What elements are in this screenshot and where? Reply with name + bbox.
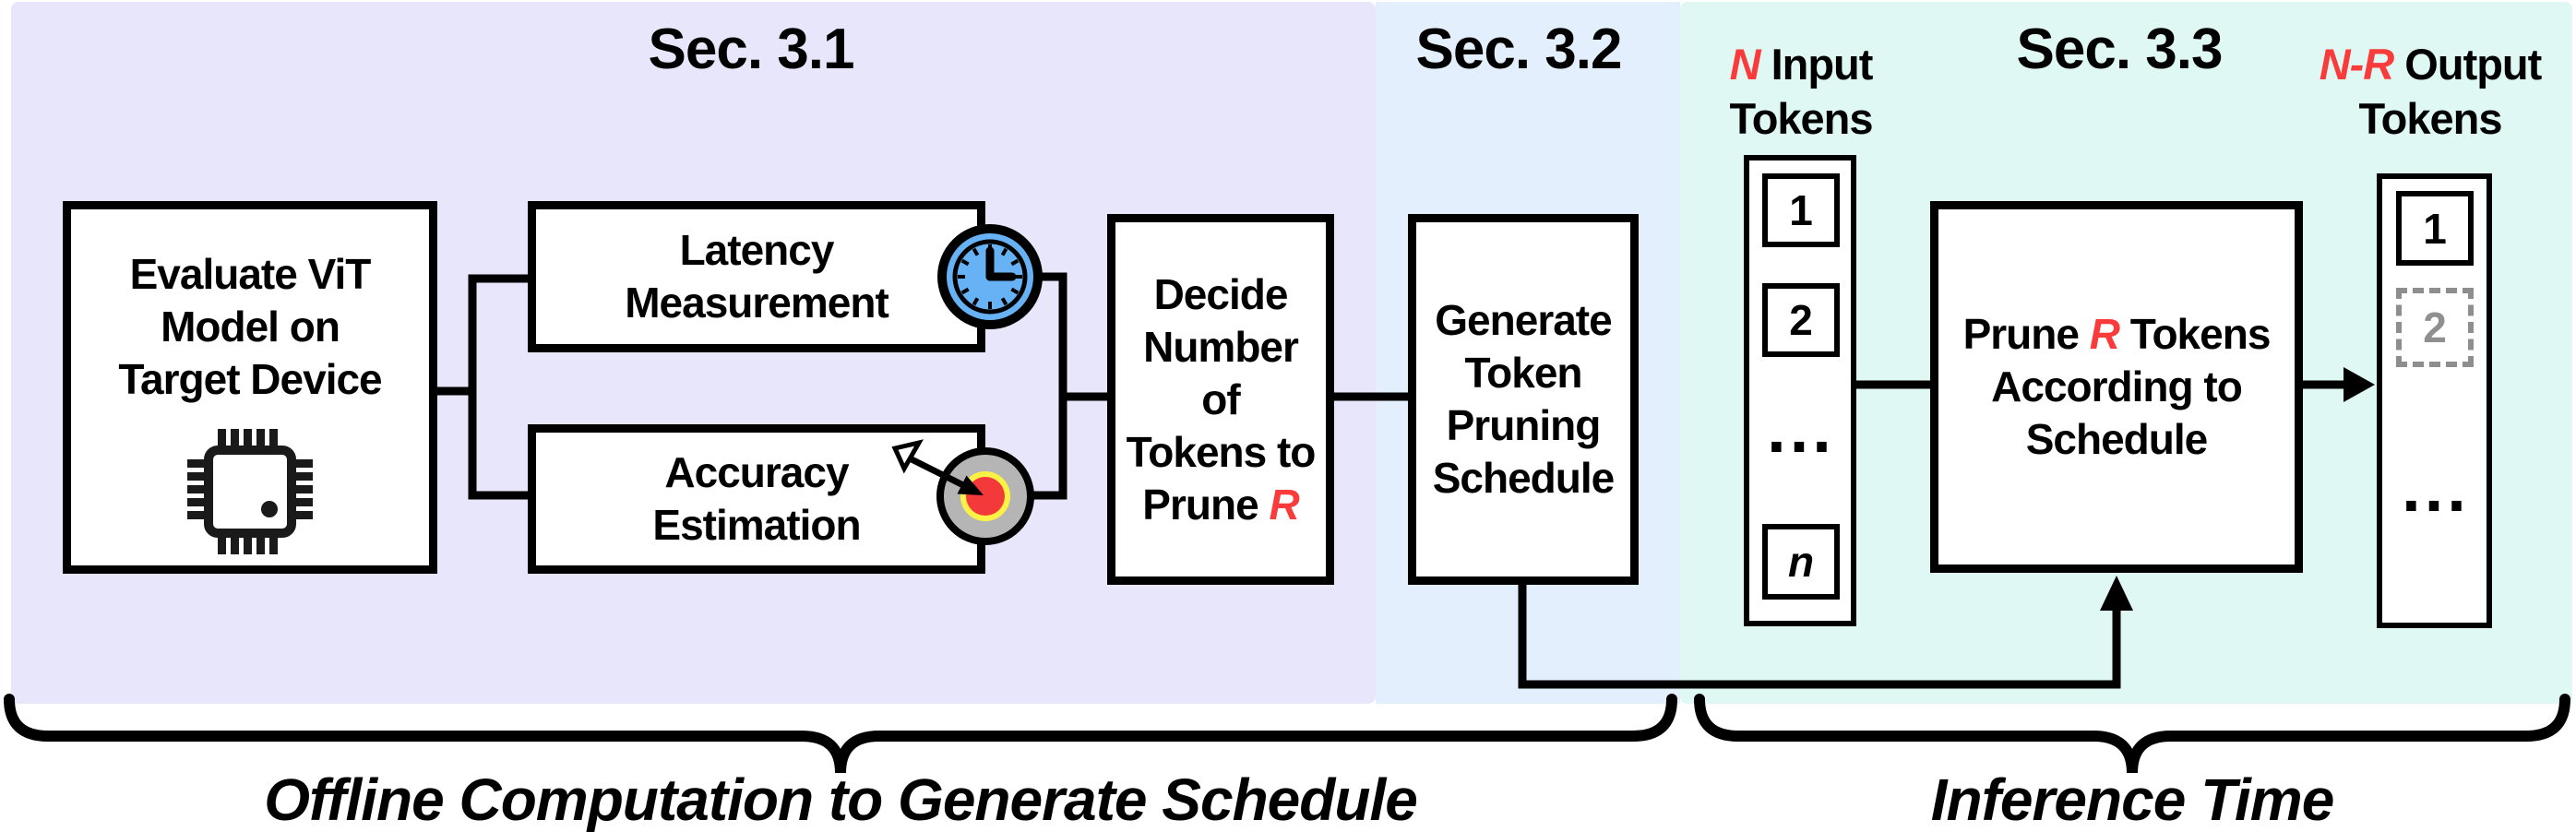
evaluate-line: Model on — [161, 303, 340, 351]
input-token-n: n — [1762, 524, 1840, 600]
r-variable: R — [1269, 480, 1299, 529]
evaluate-line: Evaluate ViT — [129, 250, 372, 298]
decide-line: of — [1201, 374, 1240, 423]
decide-line: Tokens to — [1126, 427, 1317, 476]
decide-last-line: Prune R — [1142, 479, 1299, 531]
inference-brace — [1694, 694, 2570, 774]
decide-tokens-box: Decide Number of Tokens to Prune R — [1107, 214, 1334, 585]
input-token-2: 2 — [1762, 283, 1840, 357]
generate-schedule-box: Generate Token Pruning Schedule — [1408, 214, 1639, 585]
prune-text: Prune — [1962, 310, 2090, 358]
offline-brace — [4, 694, 1677, 774]
prune-tokens-text: Tokens — [2118, 310, 2272, 358]
prune-line1: Prune R Tokens — [1962, 308, 2272, 361]
offline-computation-caption: Offline Computation to Generate Schedule — [264, 767, 1418, 832]
output-ellipsis: ... — [2402, 449, 2470, 526]
prune-line2: According to — [1991, 363, 2243, 410]
latency-line: Measurement — [625, 279, 889, 327]
section-3-2-title: Sec. 3.2 — [1415, 18, 1623, 81]
generate-line: Pruning — [1446, 401, 1602, 449]
clock-icon — [937, 224, 1043, 329]
decide-line: Decide — [1153, 269, 1289, 318]
r-variable: R — [2089, 310, 2120, 358]
inference-time-caption: Inference Time — [1930, 767, 2335, 832]
generate-line: Token — [1464, 349, 1582, 397]
section-3-1-title: Sec. 3.1 — [648, 18, 855, 81]
generate-line: Schedule — [1432, 454, 1616, 502]
accuracy-target-icon — [891, 439, 1034, 545]
prune-tokens-box: Prune R Tokens According to Schedule — [1930, 201, 2303, 573]
evaluate-line: Target Device — [118, 355, 382, 403]
output-label-text: Output — [2393, 40, 2542, 89]
accuracy-line: Estimation — [652, 501, 861, 549]
input-ellipsis: ... — [1767, 390, 1835, 467]
accuracy-line: Accuracy — [664, 448, 849, 496]
section-3-3-title: Sec. 3.3 — [2016, 18, 2224, 81]
n-variable: N — [1729, 40, 1761, 89]
output-label-line2: Tokens — [2358, 94, 2502, 143]
generate-line: Generate — [1435, 296, 1612, 344]
output-token-2-pruned: 2 — [2396, 288, 2474, 367]
input-label-text: Input — [1759, 40, 1874, 89]
chip-icon — [187, 429, 313, 554]
latency-measurement-box: Latency Measurement — [528, 201, 985, 352]
decide-prune-text: Prune — [1142, 480, 1270, 529]
output-tokens-label: N-R Output Tokens — [2319, 37, 2543, 146]
decide-line: Number — [1143, 322, 1299, 371]
input-token-1: 1 — [1762, 173, 1840, 247]
n-minus-r-variable: N-R — [2319, 40, 2395, 89]
latency-line: Latency — [679, 226, 835, 274]
input-label-line2: Tokens — [1729, 94, 1873, 143]
input-tokens-label: N Input Tokens — [1729, 37, 1874, 146]
prune-line3: Schedule — [2025, 415, 2209, 463]
output-token-1: 1 — [2396, 191, 2474, 266]
